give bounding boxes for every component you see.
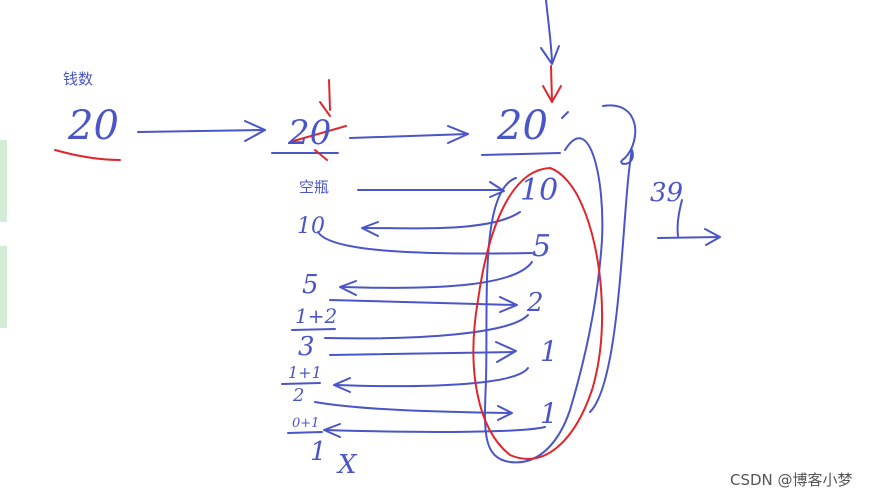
arrow-money-1 — [137, 129, 266, 133]
arrow-top-down-head — [540, 45, 560, 65]
arrow-2-to-1-head — [497, 405, 513, 421]
red-arrow-down — [550, 65, 553, 103]
arrow-total — [657, 236, 721, 239]
arrow-money-2 — [349, 133, 469, 139]
empty-10: 10 — [297, 214, 325, 239]
arrow-money-1-head — [244, 120, 266, 142]
arrow-back-10 — [363, 211, 521, 230]
sum-0-1: 0+1 — [292, 416, 320, 431]
mark-dot-20 — [561, 111, 569, 119]
arrow-back-1b — [325, 426, 546, 433]
arrow-3-to-1-head — [495, 341, 517, 363]
cross-mark: X — [338, 450, 357, 480]
red-underline-money — [54, 149, 121, 161]
arrow-back-5-head — [339, 280, 357, 296]
blue-column-enclosure — [483, 137, 604, 464]
money-label: 钱数 — [63, 70, 94, 88]
left-edge-strip-bottom — [0, 246, 7, 328]
sum-1-1: 1+1 — [288, 363, 322, 382]
arrow-back-10-head — [361, 221, 379, 237]
fraction-bar-1 — [287, 431, 323, 434]
result-3: 3 — [298, 332, 315, 362]
red-arrow-down-head — [542, 85, 562, 103]
watermark: CSDN @博客小梦 — [730, 471, 853, 489]
column-1a: 1 — [540, 335, 558, 368]
arrow-total-head — [704, 228, 721, 246]
right-bracket — [589, 104, 637, 413]
fraction-bar-3 — [291, 328, 336, 331]
red-enclosure — [472, 167, 603, 460]
arrow-back-5 — [341, 261, 533, 289]
fraction-bar-2 — [281, 382, 321, 385]
red-small — [314, 149, 328, 161]
arrow-5-to-2 — [329, 299, 516, 306]
total-value: 39 — [650, 178, 684, 208]
column-10: 10 — [520, 173, 559, 208]
empty-bottles-label: 空瓶 — [299, 178, 330, 196]
sum-1-2: 1+2 — [295, 304, 338, 328]
red-strike — [289, 125, 347, 143]
column-5: 5 — [532, 229, 552, 264]
arrow-total-stem — [676, 199, 683, 237]
arrow-empty-bottles-head — [489, 181, 505, 198]
result-1: 1 — [310, 437, 327, 467]
red-down-mark — [328, 79, 331, 111]
arrow-top-down — [545, 0, 553, 63]
arrow-back-2 — [324, 314, 529, 340]
arrow-back-1b-head — [323, 423, 341, 438]
result-2: 2 — [293, 385, 305, 406]
arrow-back-1a-head — [333, 377, 351, 393]
money-second-value: 20 — [288, 113, 332, 153]
arrow-money-2-head — [447, 125, 469, 144]
arrow-3-to-1 — [329, 351, 515, 356]
arrow-5-to-2-head — [499, 296, 518, 313]
empty-5: 5 — [302, 270, 319, 300]
arrow-back-1a — [335, 367, 529, 388]
arrow-10-to-5 — [317, 231, 533, 255]
column-2: 2 — [527, 288, 544, 318]
money-start-value: 20 — [68, 103, 119, 149]
red-down-mark-head — [319, 101, 331, 117]
underline-money-3 — [481, 152, 561, 156]
column-1b: 1 — [540, 397, 558, 430]
left-edge-strip-top — [0, 140, 7, 222]
money-third-value: 20 — [497, 103, 548, 149]
